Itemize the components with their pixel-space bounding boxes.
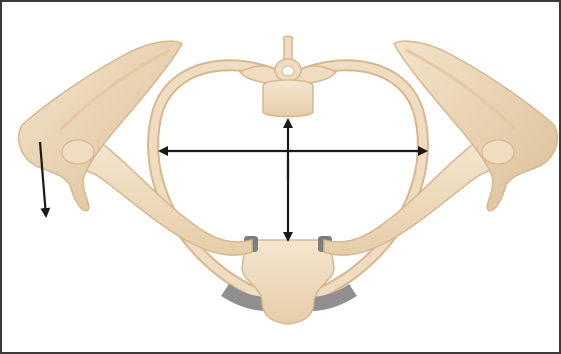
vertebra <box>240 36 336 116</box>
manubrium <box>242 236 334 324</box>
